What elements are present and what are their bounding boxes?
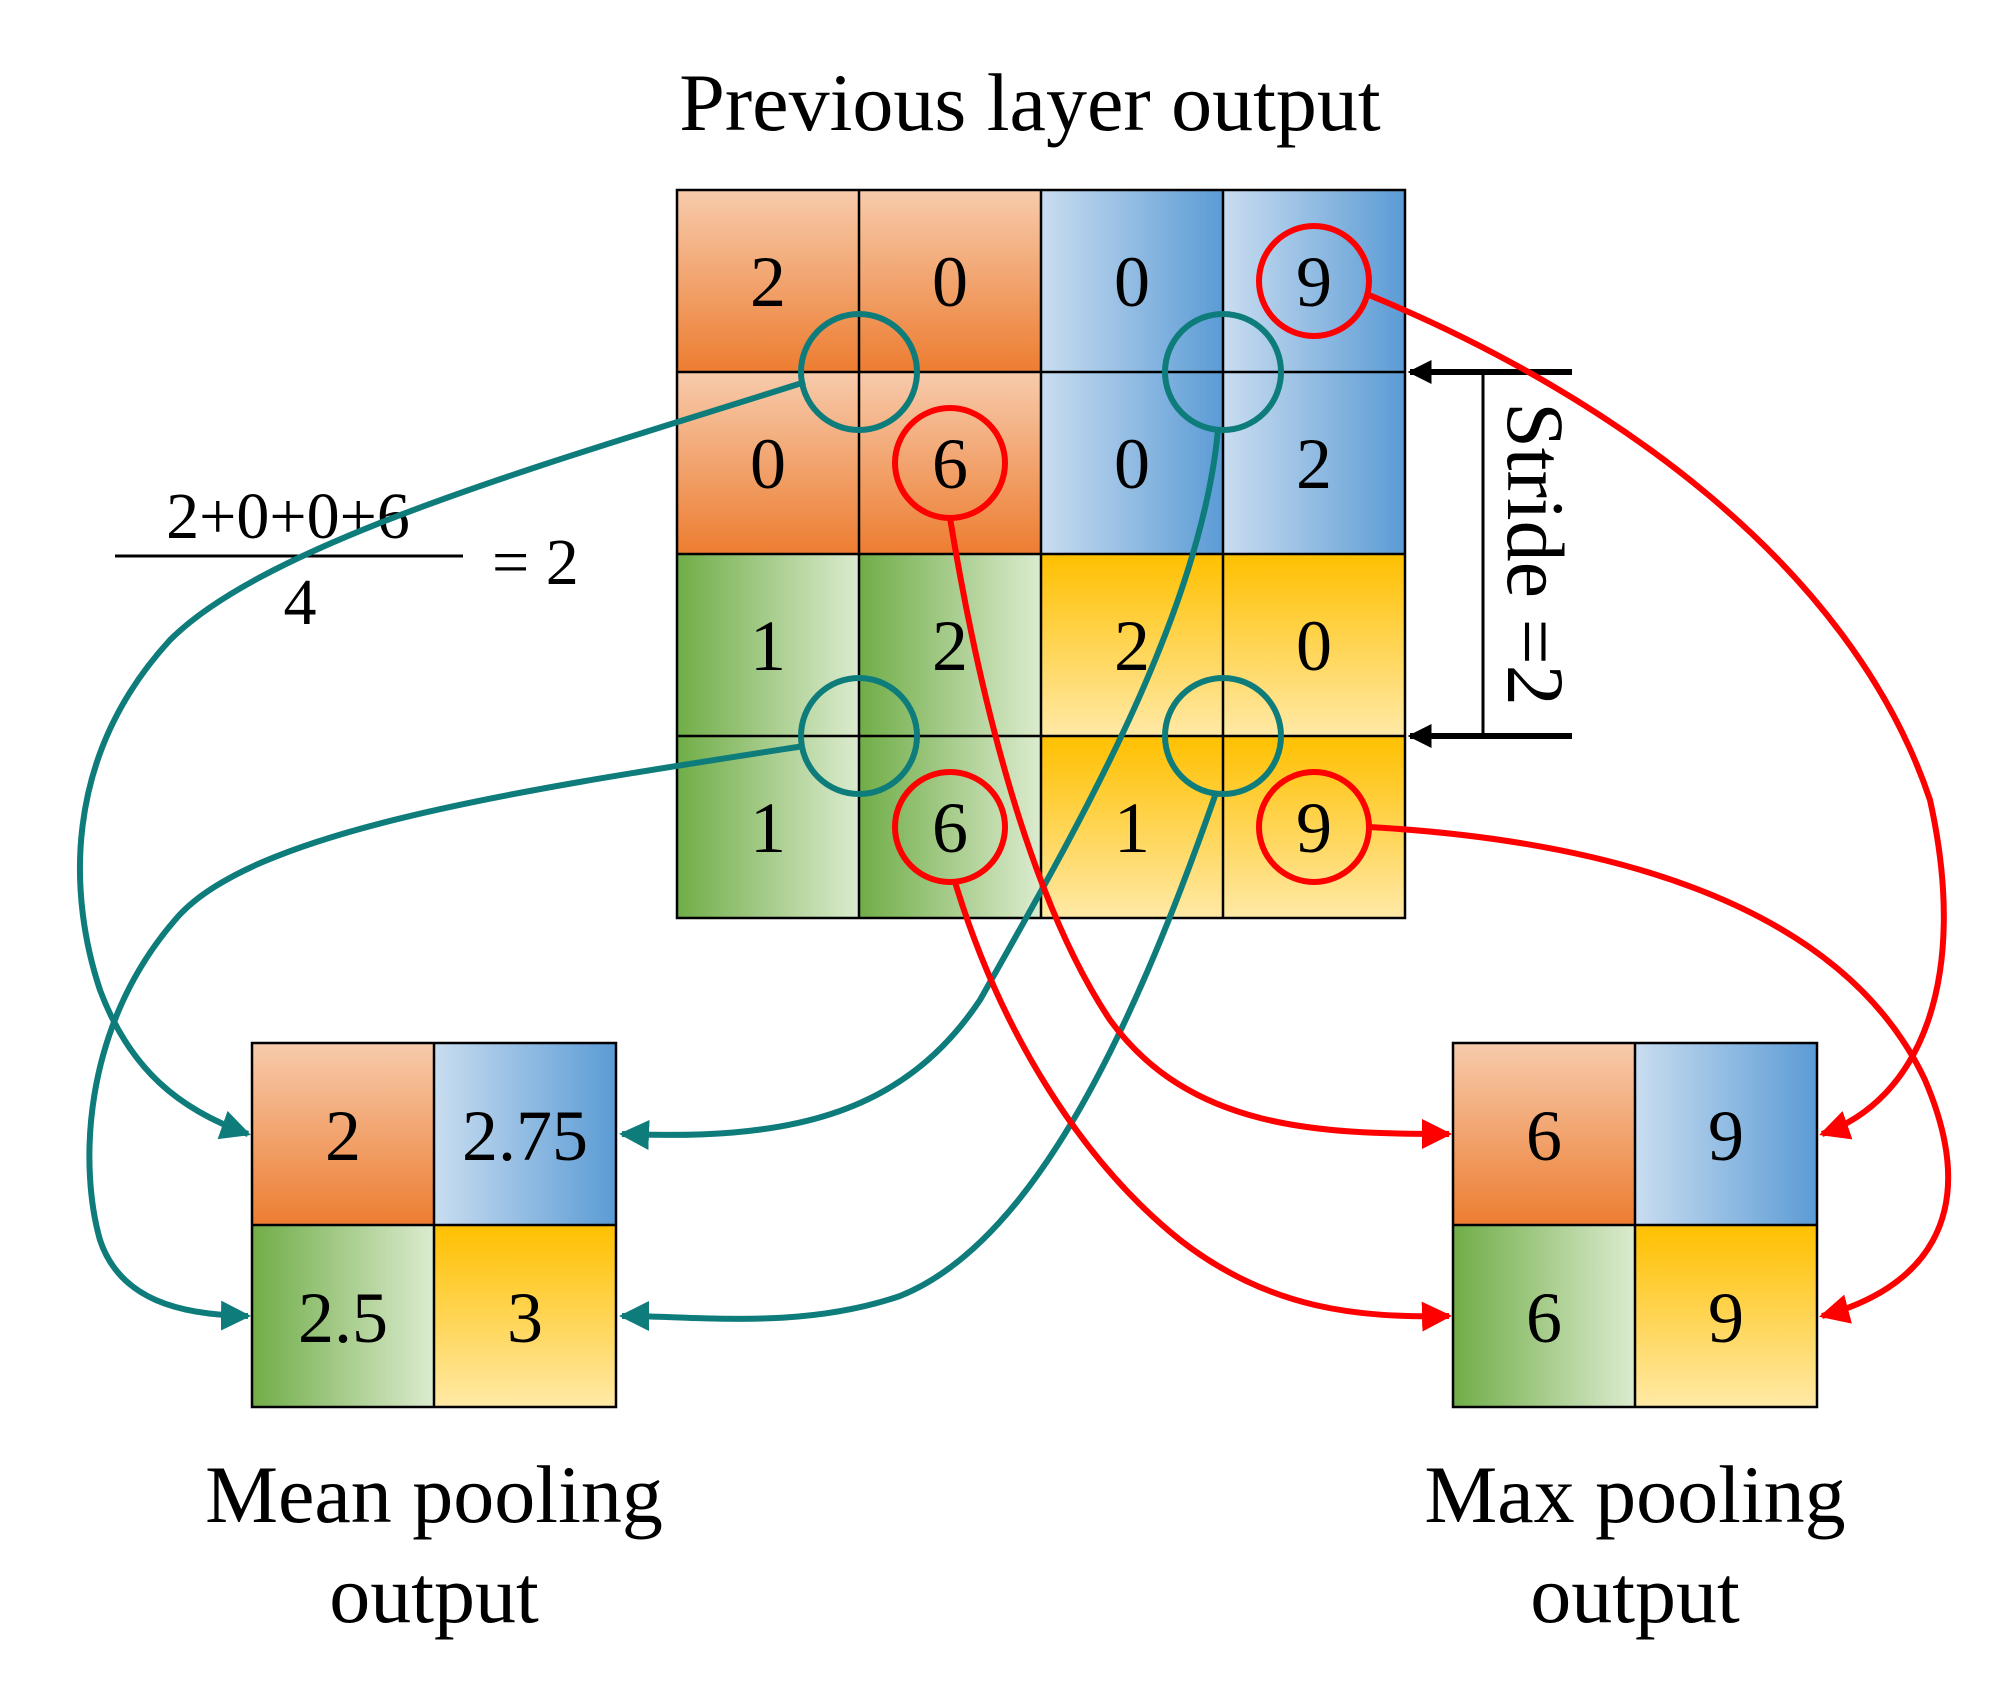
stride-indicator: Stride =2 xyxy=(1407,360,1581,748)
max-arrow-bottom-left xyxy=(952,881,1452,1332)
mean-output-label-line2: output xyxy=(329,1549,539,1640)
max-cell-bg xyxy=(1453,1043,1635,1225)
max-cell-bg xyxy=(1635,1043,1817,1225)
max-value-marker xyxy=(892,769,1008,885)
max-arrow-top-left xyxy=(947,517,1452,1149)
input-cell-value: 0 xyxy=(1114,242,1150,322)
input-cell-bg xyxy=(859,190,1041,372)
input-cell-value: 0 xyxy=(750,424,786,504)
input-cell-value: 9 xyxy=(1296,788,1332,868)
mean-arrow-top-left xyxy=(77,379,806,1140)
mean-window-marker xyxy=(798,675,920,797)
input-cell-bg xyxy=(1041,736,1223,918)
stride-label: Stride =2 xyxy=(1490,402,1581,706)
max-output-label-line1: Max pooling xyxy=(1424,1449,1845,1540)
max-connectors xyxy=(892,223,1952,1332)
input-cell-value: 1 xyxy=(750,606,786,686)
mean-arrow-bottom-right xyxy=(619,792,1219,1332)
input-cell-bg xyxy=(1041,554,1223,736)
input-cell-bg xyxy=(677,190,859,372)
mean-cell-value: 2 xyxy=(325,1096,361,1176)
input-cell-bg xyxy=(1223,190,1405,372)
input-cell-bg xyxy=(1041,190,1223,372)
input-cell-value: 2 xyxy=(1114,606,1150,686)
mean-arrow-top-right xyxy=(619,429,1221,1151)
input-cell-value: 6 xyxy=(932,424,968,504)
input-grid: 2 0 0 9 0 6 0 2 1 2 2 0 1 6 1 9 xyxy=(675,188,1407,920)
mean-cell-value: 3 xyxy=(507,1278,543,1358)
max-arrow-top-right xyxy=(1367,292,1947,1140)
input-cell-bg xyxy=(677,554,859,736)
max-output-grid: 6 9 6 9 xyxy=(1451,1041,1819,1409)
input-cell-value: 1 xyxy=(1114,788,1150,868)
diagram-title: Previous layer output xyxy=(679,57,1381,148)
input-cell-bg xyxy=(1223,372,1405,554)
input-cell-value: 0 xyxy=(1114,424,1150,504)
max-cell-bg xyxy=(1453,1225,1635,1407)
mean-arrow-bottom-left xyxy=(86,743,805,1331)
max-value-marker xyxy=(1256,223,1372,339)
input-cell-value: 2 xyxy=(1296,424,1332,504)
formula-result: = 2 xyxy=(492,526,579,599)
max-cell-bg xyxy=(1635,1225,1817,1407)
mean-cell-bg xyxy=(252,1043,434,1225)
formula-numerator: 2+0+0+6 xyxy=(166,480,410,553)
input-cell-value: 2 xyxy=(932,606,968,686)
mean-formula: 2+0+0+6 4 = 2 xyxy=(115,480,579,639)
mean-window-marker xyxy=(798,311,920,433)
input-cell-value: 0 xyxy=(1296,606,1332,686)
max-cell-value: 6 xyxy=(1526,1096,1562,1176)
input-cell-value: 6 xyxy=(932,788,968,868)
input-cell-value: 2 xyxy=(750,242,786,322)
input-cell-bg xyxy=(677,372,859,554)
input-cell-value: 1 xyxy=(750,788,786,868)
mean-output-label-line1: Mean pooling xyxy=(205,1449,663,1540)
max-output-label-line2: output xyxy=(1530,1549,1740,1640)
max-arrow-bottom-right xyxy=(1368,824,1952,1324)
mean-connectors xyxy=(77,311,1284,1332)
mean-window-marker xyxy=(1162,311,1284,433)
mean-cell-bg xyxy=(434,1225,616,1407)
input-cell-bg xyxy=(1041,372,1223,554)
mean-output-grid: 2 2.75 2.5 3 xyxy=(250,1041,618,1409)
mean-cell-value: 2.75 xyxy=(462,1096,588,1176)
input-cell-bg xyxy=(677,736,859,918)
max-cell-value: 9 xyxy=(1708,1278,1744,1358)
max-cell-value: 6 xyxy=(1526,1278,1562,1358)
max-cell-value: 9 xyxy=(1708,1096,1744,1176)
input-cell-bg xyxy=(859,736,1041,918)
mean-cell-bg xyxy=(434,1043,616,1225)
mean-cell-value: 2.5 xyxy=(298,1278,388,1358)
formula-denominator: 4 xyxy=(284,566,317,639)
input-cell-value: 0 xyxy=(932,242,968,322)
input-cell-bg xyxy=(859,554,1041,736)
input-cell-value: 9 xyxy=(1296,242,1332,322)
mean-window-marker xyxy=(1162,675,1284,797)
mean-cell-bg xyxy=(252,1225,434,1407)
input-cell-bg xyxy=(1223,554,1405,736)
